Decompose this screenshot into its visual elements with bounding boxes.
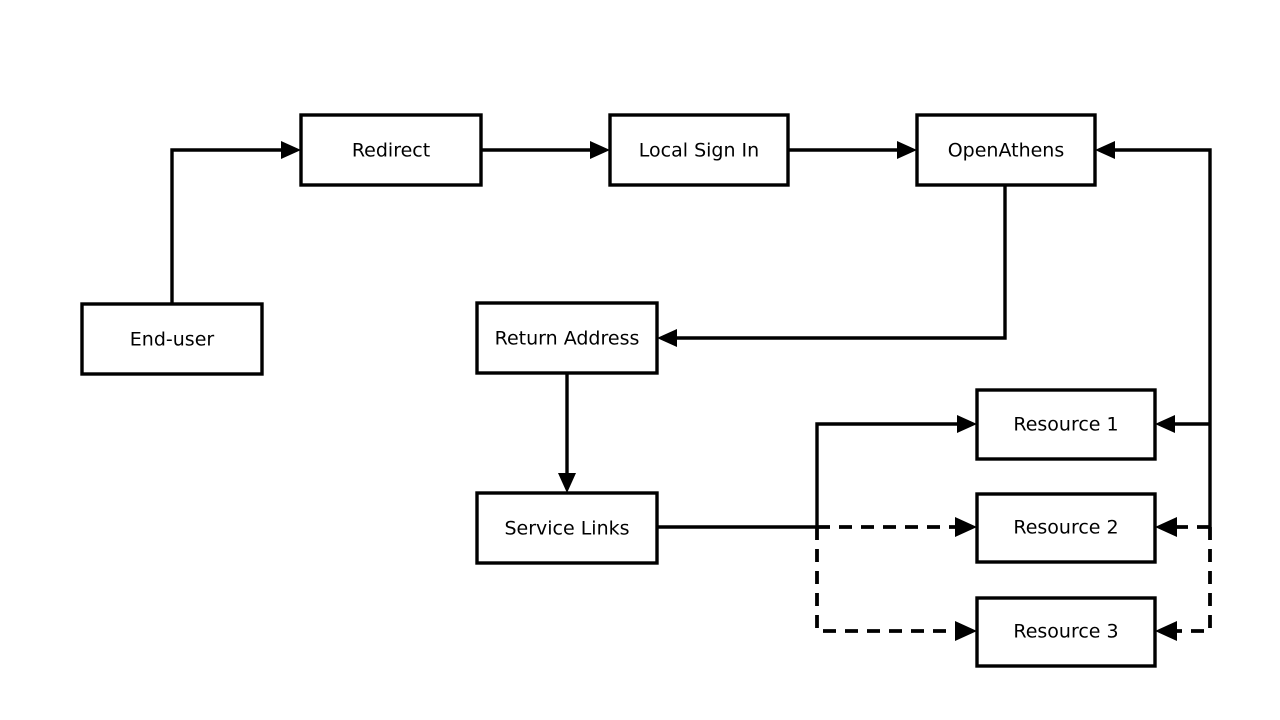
arrowhead-icon: [1155, 621, 1177, 641]
node-openathens[interactable]: OpenAthens: [915, 113, 1097, 187]
node-end-user[interactable]: End-user: [80, 302, 264, 376]
node-layer: End-user Redirect Local Sign In OpenAthe…: [80, 113, 1157, 668]
edge-end-user-to-redirect: [170, 141, 301, 304]
edge-local-sign-in-to-openathens: [788, 141, 917, 159]
arrowhead-icon: [657, 329, 677, 347]
node-end-user-label: End-user: [130, 329, 215, 351]
node-resource-2[interactable]: Resource 2: [975, 492, 1157, 564]
edge-return-bus-dashed: [1155, 527, 1212, 641]
node-resource-3-box[interactable]: [975, 596, 1157, 668]
node-resource-3[interactable]: Resource 3: [975, 596, 1157, 668]
node-redirect-box[interactable]: [299, 113, 483, 187]
arrowhead-icon: [1155, 517, 1177, 537]
node-return-address-label: Return Address: [495, 328, 640, 350]
node-resource-1[interactable]: Resource 1: [975, 388, 1157, 461]
edge-service-links-to-resource-2: [817, 517, 977, 537]
node-service-links-label: Service Links: [504, 518, 629, 540]
node-return-address-box[interactable]: [475, 301, 659, 375]
edge-service-links-to-resource-3: [815, 527, 977, 641]
edge-resource-2-to-return-bus: [1155, 517, 1210, 537]
node-local-sign-in[interactable]: Local Sign In: [608, 113, 790, 187]
node-service-links-box[interactable]: [475, 491, 659, 565]
node-resource-3-label: Resource 3: [1013, 621, 1118, 643]
node-openathens-label: OpenAthens: [948, 140, 1065, 162]
edge-return-bus-solid: [1095, 141, 1212, 527]
arrowhead-icon: [1095, 141, 1115, 159]
node-redirect[interactable]: Redirect: [299, 113, 483, 187]
arrowhead-icon: [957, 415, 977, 433]
arrowhead-icon: [955, 517, 977, 537]
edge-return-address-to-service-links: [558, 373, 576, 493]
node-return-address[interactable]: Return Address: [475, 301, 659, 375]
node-resource-2-box[interactable]: [975, 492, 1157, 564]
arrowhead-icon: [590, 141, 610, 159]
node-service-links[interactable]: Service Links: [475, 491, 659, 565]
edge-openathens-to-return-address: [657, 185, 1007, 347]
node-local-sign-in-box[interactable]: [608, 113, 790, 187]
arrowhead-icon: [955, 621, 977, 641]
arrowhead-icon: [897, 141, 917, 159]
node-local-sign-in-label: Local Sign In: [639, 140, 759, 162]
node-end-user-box[interactable]: [80, 302, 264, 376]
edge-service-links-to-resource-1: [815, 415, 977, 527]
arrowhead-icon: [1155, 415, 1175, 433]
node-resource-1-label: Resource 1: [1013, 414, 1118, 436]
node-resource-1-box[interactable]: [975, 388, 1157, 461]
node-redirect-label: Redirect: [352, 140, 430, 162]
arrowhead-icon: [281, 141, 301, 159]
node-resource-2-label: Resource 2: [1013, 517, 1118, 539]
node-openathens-box[interactable]: [915, 113, 1097, 187]
edge-layer: [170, 141, 1212, 641]
arrowhead-icon: [558, 473, 576, 493]
edge-resource-1-to-return-bus: [1155, 415, 1210, 433]
edge-redirect-to-local-sign-in: [481, 141, 610, 159]
